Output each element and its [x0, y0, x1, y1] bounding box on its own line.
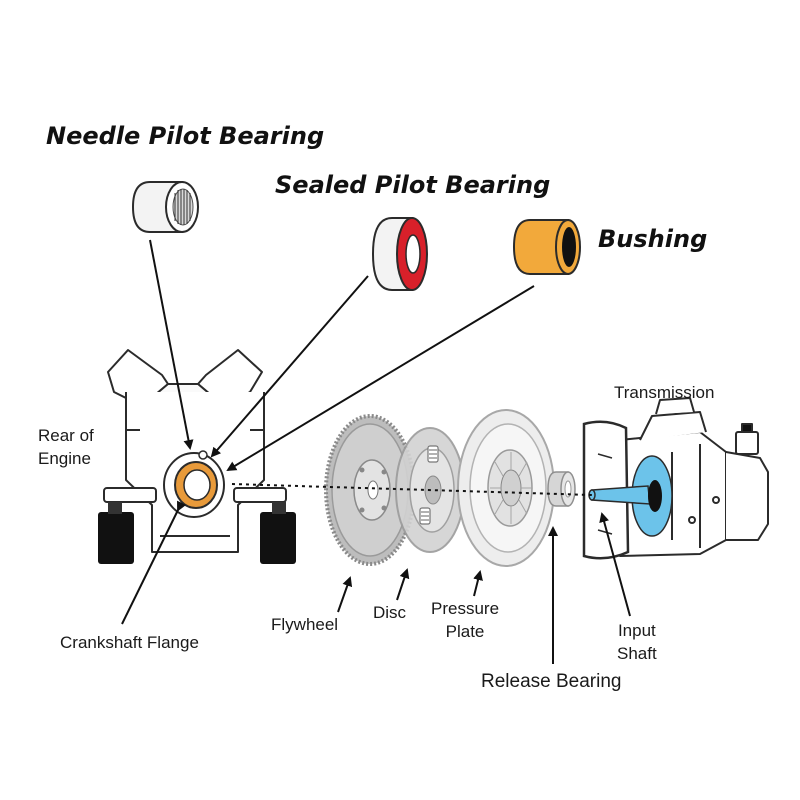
title-bushing: Bushing: [598, 225, 708, 253]
motor-mounts: [98, 502, 296, 564]
label-release-bearing: Release Bearing: [481, 671, 622, 692]
label-transmission: Transmission: [614, 383, 715, 402]
label-rear-line1: Rear of: [38, 426, 94, 445]
pressure-plate-illustration: [457, 409, 555, 567]
pointer-arrows: [121, 239, 631, 664]
bushing-illustration: [512, 219, 581, 275]
label-rear-of-engine: Rear of Engine: [38, 424, 94, 470]
title-sealed-pilot-bearing: Sealed Pilot Bearing: [275, 171, 551, 199]
needle-bearing-illustration: [131, 181, 199, 233]
label-pressure-plate: Pressure Plate: [431, 597, 499, 643]
label-pressure-line1: Pressure: [431, 599, 500, 618]
label-input-line1: Input: [617, 621, 656, 640]
input-shaft-illustration: [588, 455, 673, 537]
release-bearing-illustration: [547, 471, 576, 507]
label-input-shaft: Input Shaft: [617, 619, 657, 665]
label-flywheel: Flywheel: [271, 615, 339, 634]
label-input-line2: Shaft: [617, 644, 657, 663]
label-rear-line2: Engine: [38, 449, 91, 468]
title-needle-pilot-bearing: Needle Pilot Bearing: [46, 122, 325, 150]
crankshaft-flange-illustration: [163, 450, 225, 518]
flywheel-illustration: [324, 414, 416, 566]
label-pressure-line2: Plate: [445, 622, 485, 641]
sealed-bearing-illustration: [371, 217, 428, 291]
label-crankshaft-flange: Crankshaft Flange: [60, 633, 199, 652]
label-disc: Disc: [373, 603, 407, 622]
